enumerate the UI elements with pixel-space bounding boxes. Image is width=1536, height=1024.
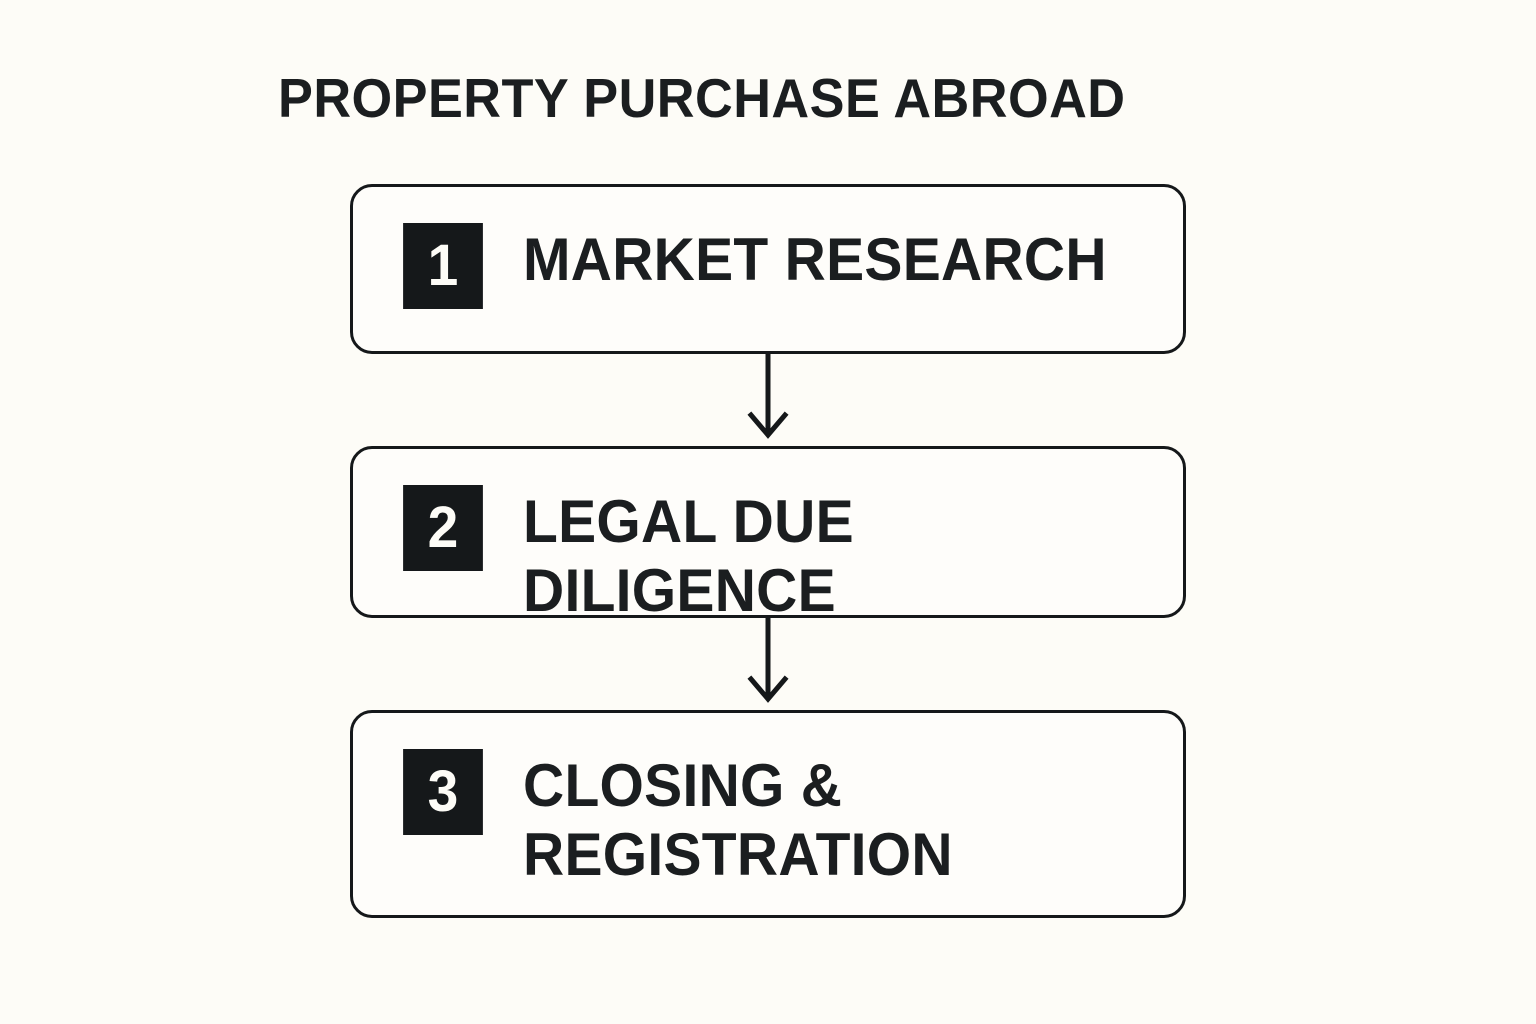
step-label-1: MARKET RESEARCH	[523, 226, 1107, 293]
step-number-badge-3: 3	[403, 749, 483, 835]
step-label-3: CLOSING & REGISTRATION	[523, 752, 953, 888]
page-title: PROPERTY PURCHASE ABROAD	[278, 67, 1126, 129]
step-number-badge-1: 1	[403, 223, 483, 309]
step-number-badge-2: 2	[403, 485, 483, 571]
down-arrow-icon	[747, 617, 789, 703]
down-arrow-icon	[747, 353, 789, 439]
step-card-2[interactable]: 2 LEGAL DUE DILIGENCE	[350, 446, 1186, 624]
step-card-3[interactable]: 3 CLOSING & REGISTRATION	[350, 710, 1186, 918]
step-card-1[interactable]: 1 MARKET RESEARCH	[350, 184, 1186, 354]
step-label-2: LEGAL DUE DILIGENCE	[523, 488, 854, 624]
